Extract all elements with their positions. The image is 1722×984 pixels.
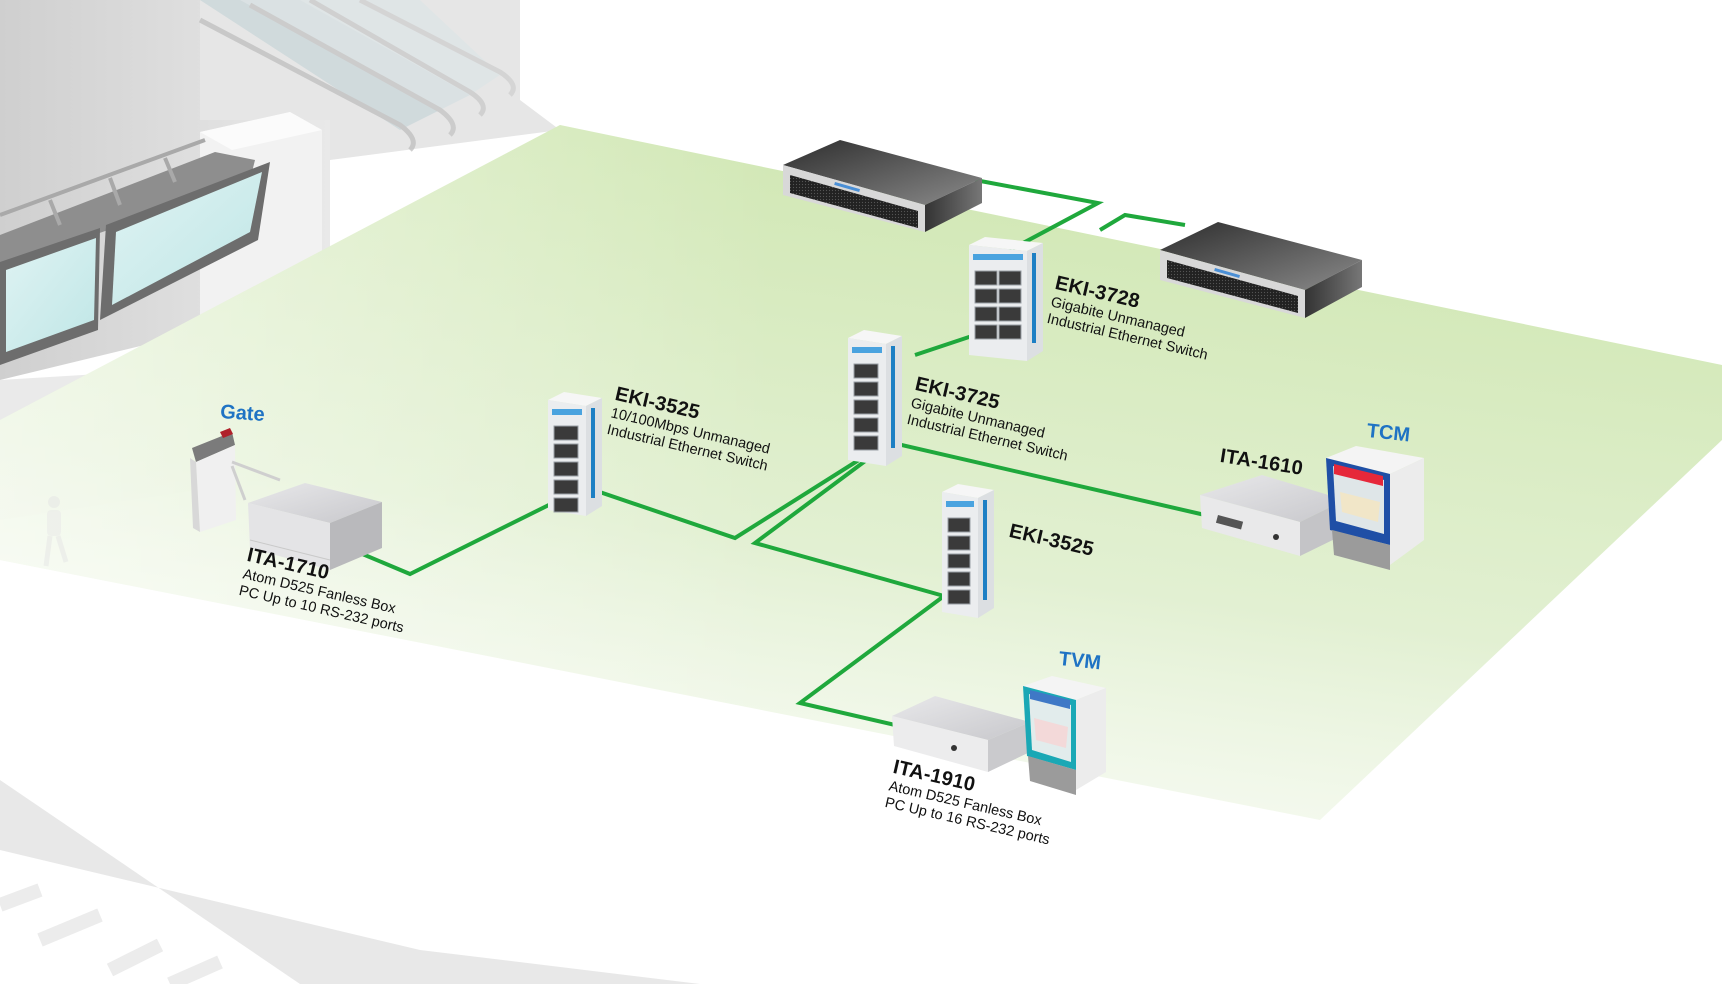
ethernet-port [553, 425, 579, 441]
location-label-tcm: TCM [1365, 420, 1412, 447]
ethernet-port [853, 381, 879, 397]
ethernet-port [553, 497, 579, 513]
tvm-kiosk [1023, 676, 1106, 795]
ethernet-port [974, 270, 998, 286]
ethernet-port [947, 517, 971, 533]
eki-3525-switch [548, 392, 602, 516]
ethernet-port [998, 324, 1022, 340]
ethernet-port [553, 461, 579, 477]
ethernet-port [853, 399, 879, 415]
eki-3728-switch [969, 237, 1043, 361]
escalators [198, 0, 516, 152]
ethernet-port [974, 306, 998, 322]
ethernet-port [974, 324, 998, 340]
ethernet-port [853, 363, 879, 379]
ethernet-port [853, 435, 879, 451]
eki-3525-switch-second [942, 484, 994, 618]
ethernet-port [853, 417, 879, 433]
eki-3725-switch [848, 330, 902, 466]
ita-1910-box [892, 696, 1030, 772]
rack-server-1 [783, 140, 982, 232]
tcm-kiosk [1326, 446, 1424, 570]
cable-eki3525-eki3725 [584, 456, 864, 541]
location-label-tvm: TVM [1057, 648, 1102, 675]
rack-server-2 [1160, 222, 1362, 318]
cable-eki3725-eki3728 [914, 333, 976, 357]
turnstile-gate [190, 428, 281, 532]
ethernet-port [947, 535, 971, 551]
cable-eki3728-server1 [974, 178, 1104, 252]
ethernet-port [998, 288, 1022, 304]
cable-ita1710-eki3525 [359, 485, 586, 577]
cable-eki3525b-ita1910 [795, 594, 946, 727]
cable-eki3728-server2 [1098, 212, 1186, 232]
person-figure [43, 496, 69, 567]
bottom-rail [0, 780, 700, 984]
ethernet-cables [359, 178, 1206, 727]
ethernet-port [998, 270, 1022, 286]
ethernet-port [553, 479, 579, 495]
ethernet-port [947, 571, 971, 587]
ita-1710-box [248, 483, 382, 570]
overhead-signboards [0, 138, 270, 365]
location-label-gate: Gate [219, 401, 266, 427]
cable-eki3725-eki3525b [750, 448, 945, 598]
ethernet-port [974, 288, 998, 304]
ethernet-port [947, 589, 971, 605]
ethernet-port [998, 306, 1022, 322]
cable-eki3725-ita1610 [879, 438, 1206, 517]
ethernet-port [553, 443, 579, 459]
ethernet-port [947, 553, 971, 569]
